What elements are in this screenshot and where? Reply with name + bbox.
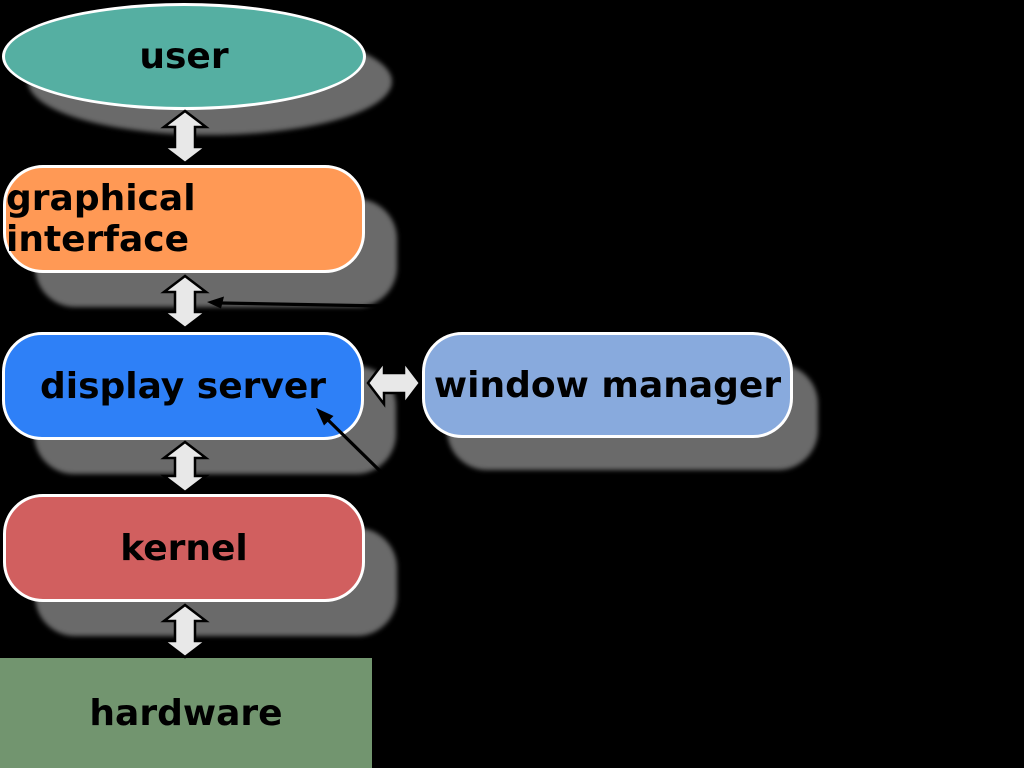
node-window-manager: window manager	[422, 332, 793, 438]
node-display-server: display server	[2, 332, 364, 440]
thin-arrow-to-gui-ds-link-icon	[207, 296, 546, 311]
node-hardware-label: hardware	[89, 692, 283, 734]
node-hardware: hardware	[0, 658, 372, 768]
node-user-label: user	[139, 36, 229, 77]
node-user: user	[2, 3, 366, 110]
node-window-manager-label: window manager	[433, 364, 782, 406]
double-arrow-displayserver-windowmanager-icon	[366, 358, 422, 408]
node-graphical-interface-label: graphical interface	[6, 178, 196, 260]
node-kernel-label: kernel	[120, 527, 248, 569]
node-graphical-interface: graphical interface	[3, 165, 365, 273]
double-arrow-displayserver-kernel-icon	[160, 440, 210, 494]
double-arrow-kernel-hardware-icon	[160, 603, 210, 659]
node-display-server-label: display server	[39, 365, 327, 407]
double-arrow-gui-displayserver-icon	[160, 274, 210, 330]
double-arrow-user-gui-icon	[160, 109, 210, 165]
node-kernel: kernel	[3, 494, 365, 602]
